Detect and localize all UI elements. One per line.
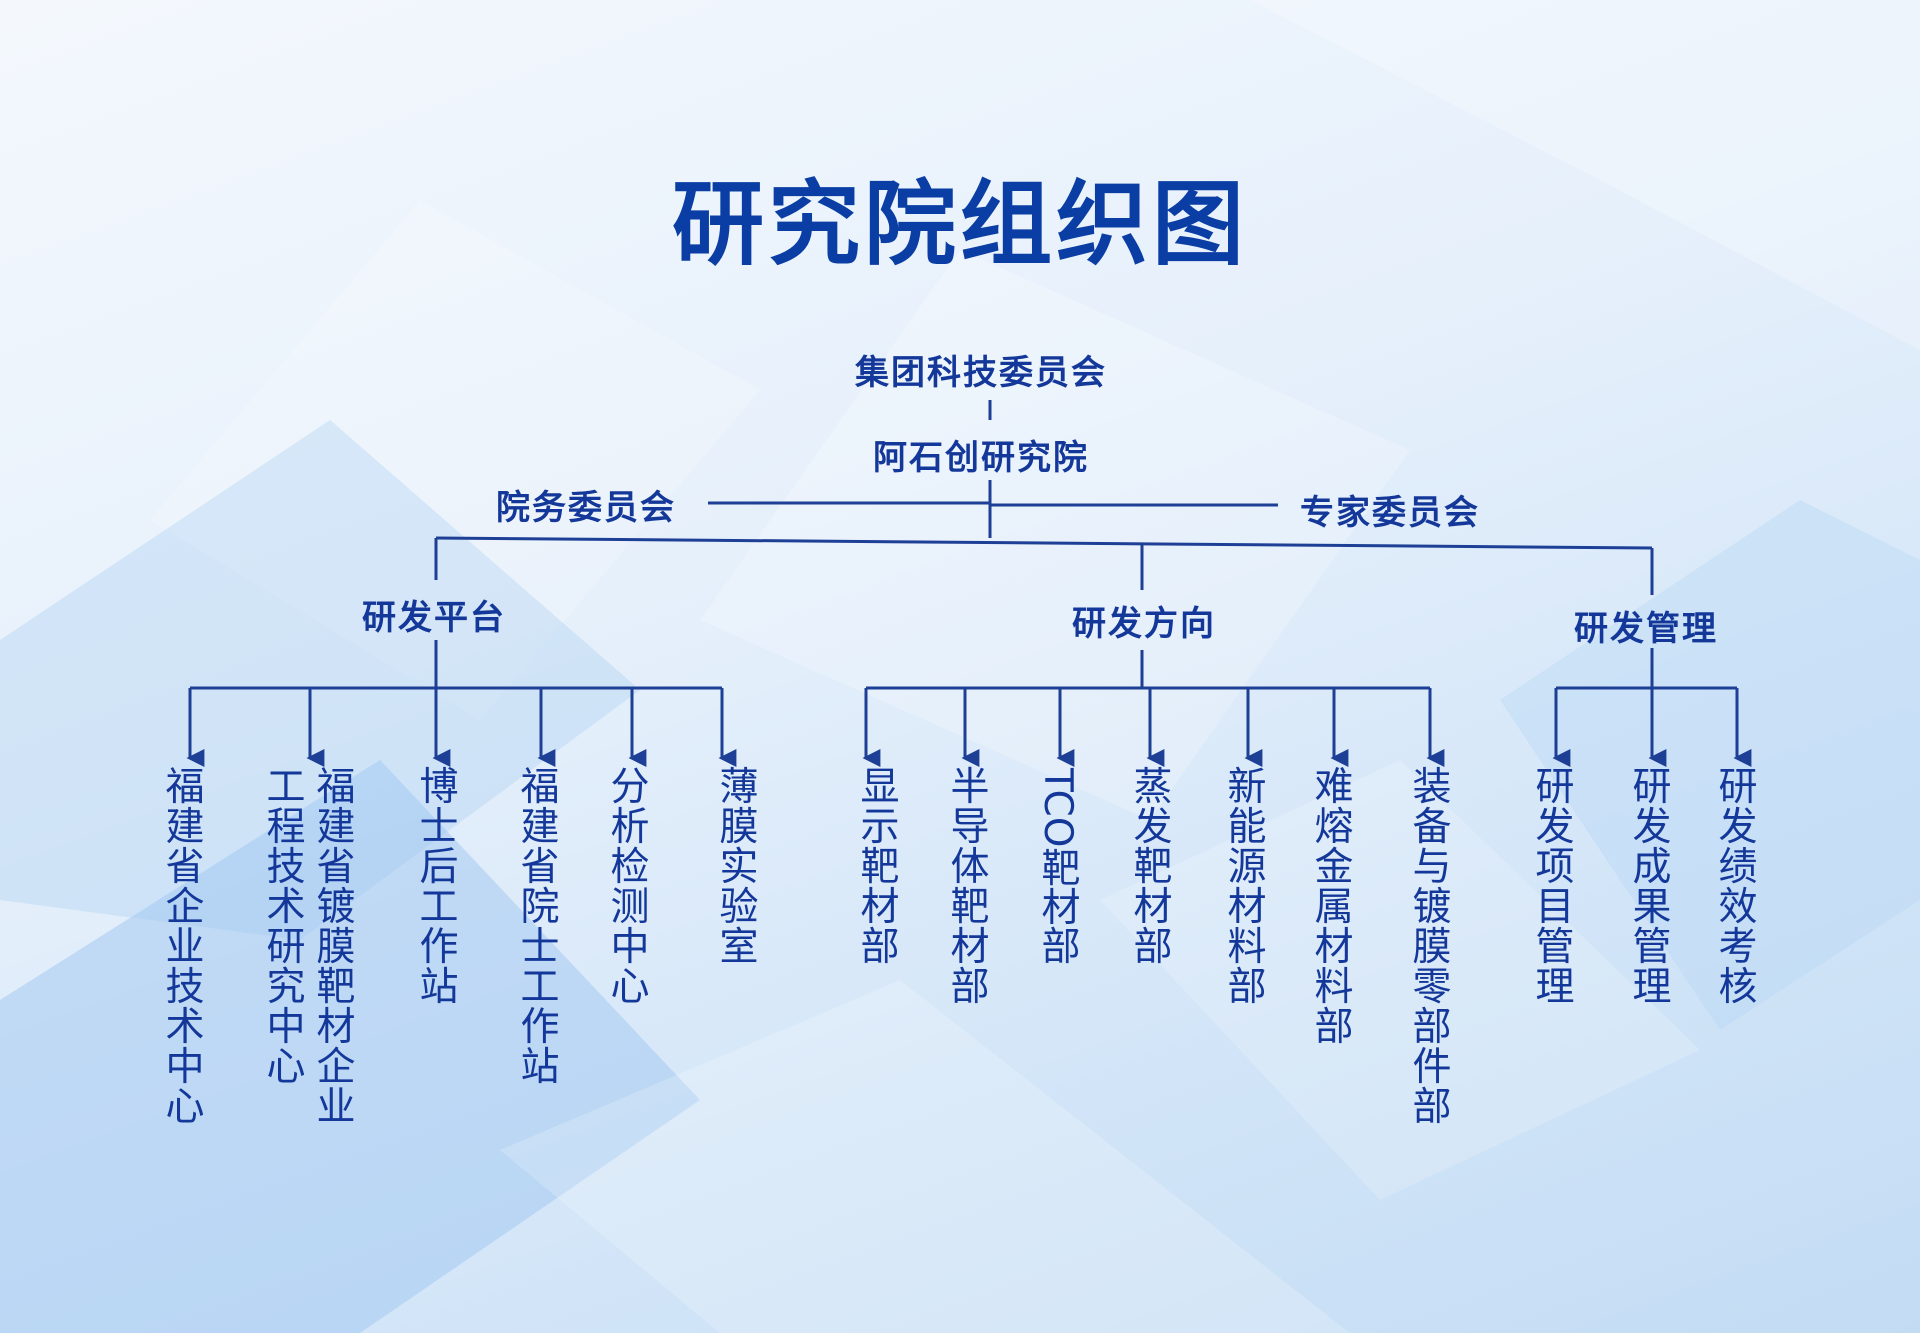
node-fujian-coating-target-enterprise: 福建省镀膜靶材企业 (316, 765, 356, 1130)
branch-rd-platform-label: 研发平台 (362, 598, 506, 638)
node-academician-station: 福建省院士工作站 (520, 765, 560, 1090)
branch-rd-management-label: 研发管理 (1574, 609, 1718, 649)
node-evaporation-target-dept: 蒸发靶材部 (1133, 765, 1173, 970)
node-engineering-research-center: 工程技术研究中心 (266, 765, 306, 1090)
affairs-committee-label: 院务委员会 (496, 488, 676, 528)
node-enterprise-tech-center: 福建省企业技术中心 (165, 765, 205, 1130)
node-equipment-coating-parts-dept: 装备与镀膜零部件部 (1412, 765, 1452, 1130)
branch-rd-direction-label: 研发方向 (1072, 604, 1216, 644)
node-tco-target-dept: TCO靶材部 (1035, 768, 1080, 965)
node-new-energy-material-dept: 新能源材料部 (1227, 765, 1267, 1010)
expert-committee-label: 专家委员会 (1300, 493, 1480, 533)
node-rd-project-management: 研发项目管理 (1535, 765, 1575, 1010)
node-display-target-dept: 显示靶材部 (860, 765, 900, 970)
node-analysis-testing-center: 分析检测中心 (610, 765, 650, 1010)
node-postdoc-station: 博士后工作站 (419, 765, 459, 1010)
node-refractory-metal-dept: 难熔金属材料部 (1314, 765, 1354, 1050)
institute-label: 阿石创研究院 (873, 438, 1089, 478)
group-tech-committee-label: 集团科技委员会 (855, 353, 1107, 393)
node-rd-results-management: 研发成果管理 (1632, 765, 1672, 1010)
page-title: 研究院组织图 (671, 171, 1248, 278)
node-semiconductor-target-dept: 半导体靶材部 (950, 765, 990, 1010)
node-rd-performance-assessment: 研发绩效考核 (1718, 765, 1758, 1010)
node-thin-film-lab: 薄膜实验室 (719, 765, 759, 970)
